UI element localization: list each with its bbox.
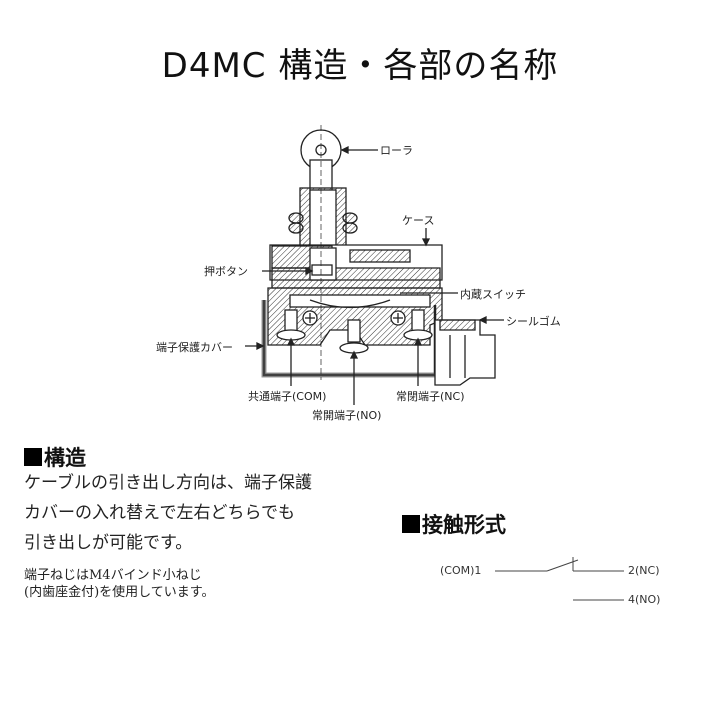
label-push-button: 押ボタン [204,265,248,278]
structure-heading: 構造 [24,442,86,472]
label-roller: ローラ [380,144,413,157]
page-title: D4MC 構造・各部の名称 [161,46,559,86]
switch-schematic [495,557,624,601]
label-no-terminal: 常開端子(NO) [312,409,382,422]
structure-heading-text: 構造 [44,446,86,470]
label-builtin-switch: 内蔵スイッチ [460,288,526,301]
label-seal-rubber: シールゴム [506,315,561,328]
terminal-screw-note: 端子ねじはM4バインド小ねじ (内歯座金付)を使用しています。 [24,567,384,601]
square-bullet-icon [24,448,42,466]
contact-form-heading-text: 接触形式 [422,513,506,537]
note-line: (内歯座金付)を使用しています。 [24,585,215,600]
contact-form-heading: 接触形式 [402,509,506,539]
structure-line: カバーの入れ替えで左右どちらでも [24,503,295,523]
structure-line: 引き出しが可能です。 [24,533,193,553]
structure-line: ケーブルの引き出し方向は、端子保護 [24,473,312,493]
note-line: 端子ねじはM4バインド小ねじ [24,568,202,583]
cross-section-drawing [245,125,504,405]
label-com-terminal: 共通端子(COM) [248,390,327,403]
label-case: ケース [402,214,435,227]
structure-description: ケーブルの引き出し方向は、端子保護 カバーの入れ替えで左右どちらでも 引き出しが… [24,468,384,558]
label-nc-terminal: 常閉端子(NC) [396,390,465,403]
switch-cross-section-diagram: ローラ ケース 押ボタン 内蔵スイッチ シールゴム 端子保護カバー 共通端子(C… [150,120,570,430]
label-terminal-cover: 端子保護カバー [156,341,233,354]
nc-terminal-label: 2(NC) [628,564,660,577]
square-bullet-icon [402,515,420,533]
com-terminal-label: (COM)1 [440,564,482,577]
contact-form-schematic: (COM)1 2(NC) 4(NO) [430,555,700,615]
no-terminal-label: 4(NO) [628,593,661,606]
